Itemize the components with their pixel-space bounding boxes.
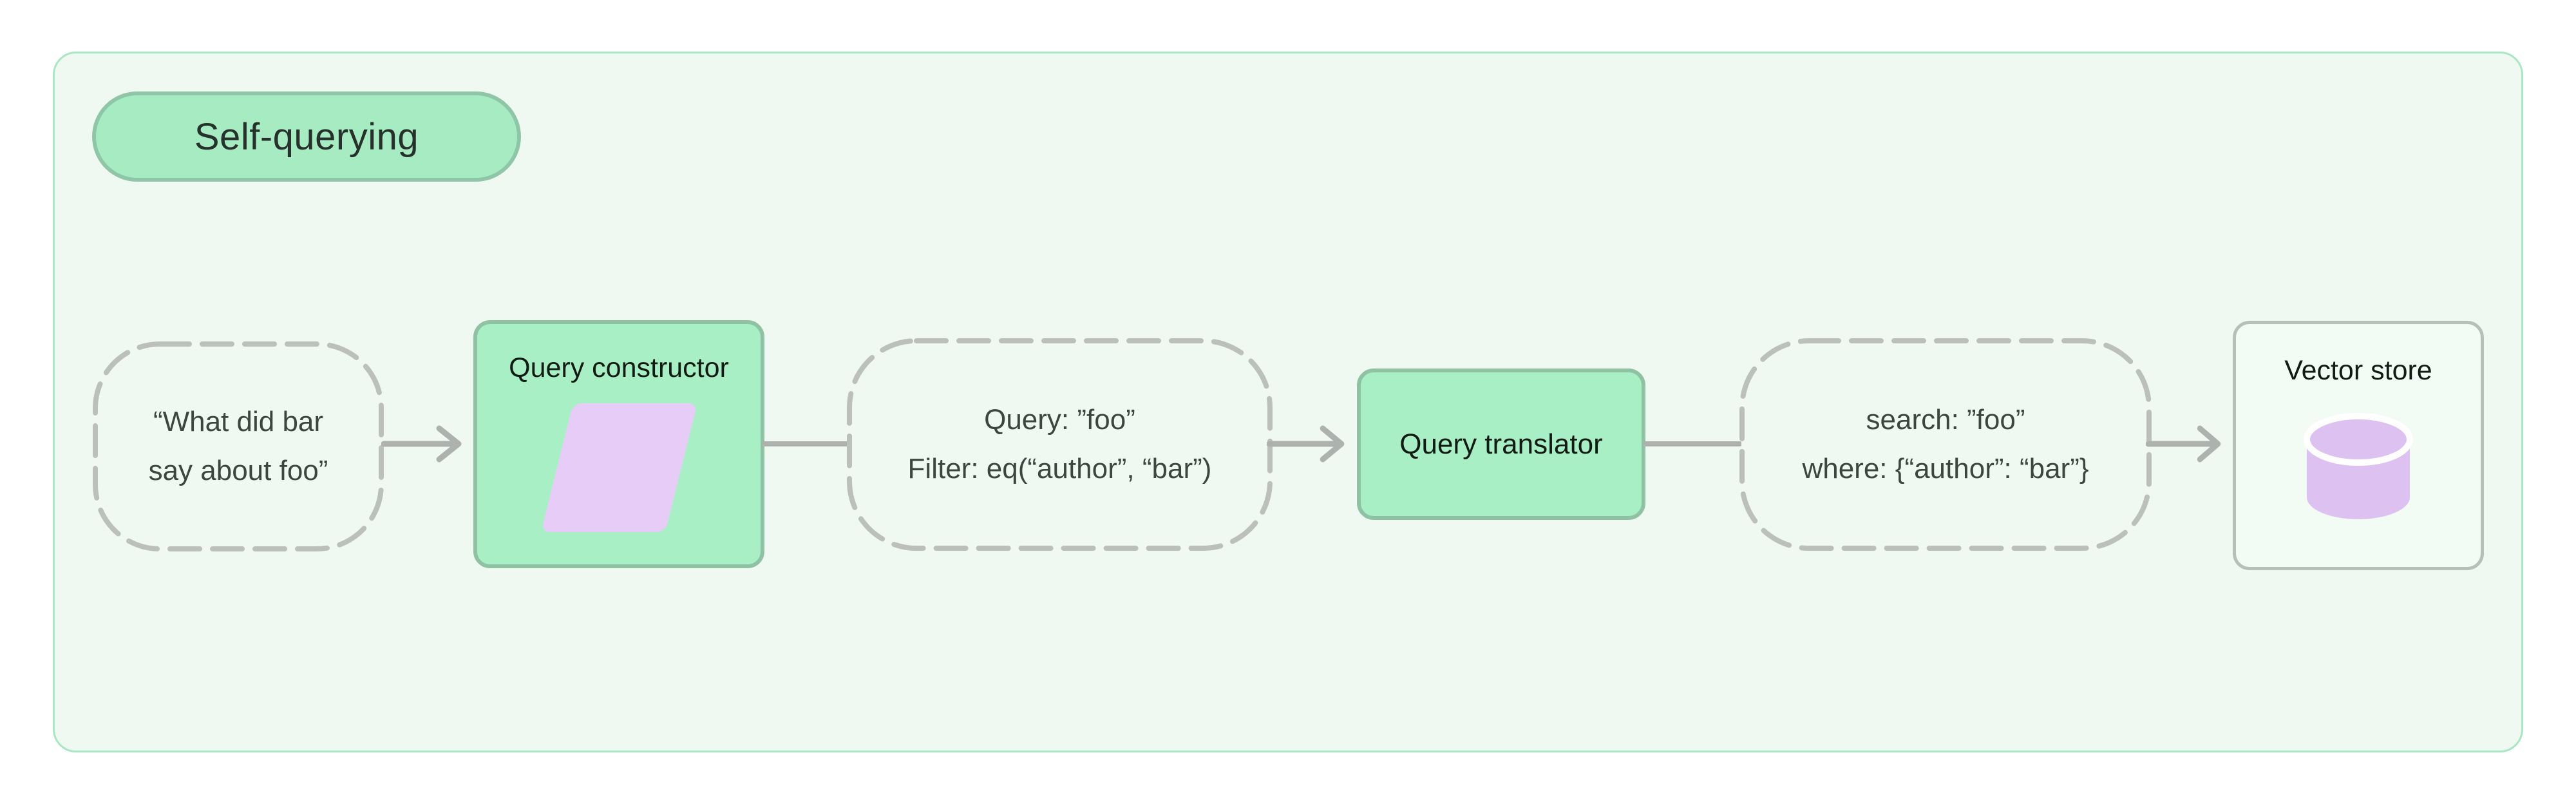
search-request-line1: search: ”foo” [1866,404,2025,436]
diagram-title-badge: Self-querying [92,91,521,182]
vector-store-title: Vector store [2284,355,2432,386]
input-query-text: “What did bar say about foo” [149,397,328,495]
query-translator-title: Query translator [1399,428,1603,460]
database-cylinder-icon [2304,413,2413,519]
structured-query-node: Query: ”foo” Filter: eq(“author”, “bar”) [846,338,1273,551]
input-query-line2: say about foo” [148,455,328,486]
self-querying-panel: Self-querying “What did bar say about fo… [53,52,2523,752]
dashed-border [1739,338,2152,551]
dashed-border [93,341,384,551]
search-request-line2: where: {“author”: “bar”} [1802,453,2089,484]
query-constructor-title: Query constructor [509,352,729,383]
arrow-structured-query-to-translator [1267,425,1345,463]
arrow-search-request-to-vector-store [2146,425,2221,463]
structured-query-line2: Filter: eq(“author”, “bar”) [907,453,1212,484]
search-request-node: search: ”foo” where: {“author”: “bar”} [1739,338,2152,551]
vector-store-node: Vector store [2233,321,2484,570]
input-query-node: “What did bar say about foo” [92,341,384,552]
input-query-line1: “What did bar [153,406,324,437]
diagram-title: Self-querying [194,115,419,158]
search-request-text: search: ”foo” where: {“author”: “bar”} [1802,396,2088,493]
query-constructor-node: Query constructor [473,320,764,568]
connector-translator-to-search-request [1643,441,1741,446]
parallelogram-icon [540,403,697,532]
structured-query-line1: Query: ”foo” [984,404,1135,436]
connector-constructor-to-structured-query [762,441,849,446]
query-translator-node: Query translator [1357,368,1645,520]
structured-query-text: Query: ”foo” Filter: eq(“author”, “bar”) [908,396,1212,493]
arrow-input-to-constructor [381,425,462,463]
